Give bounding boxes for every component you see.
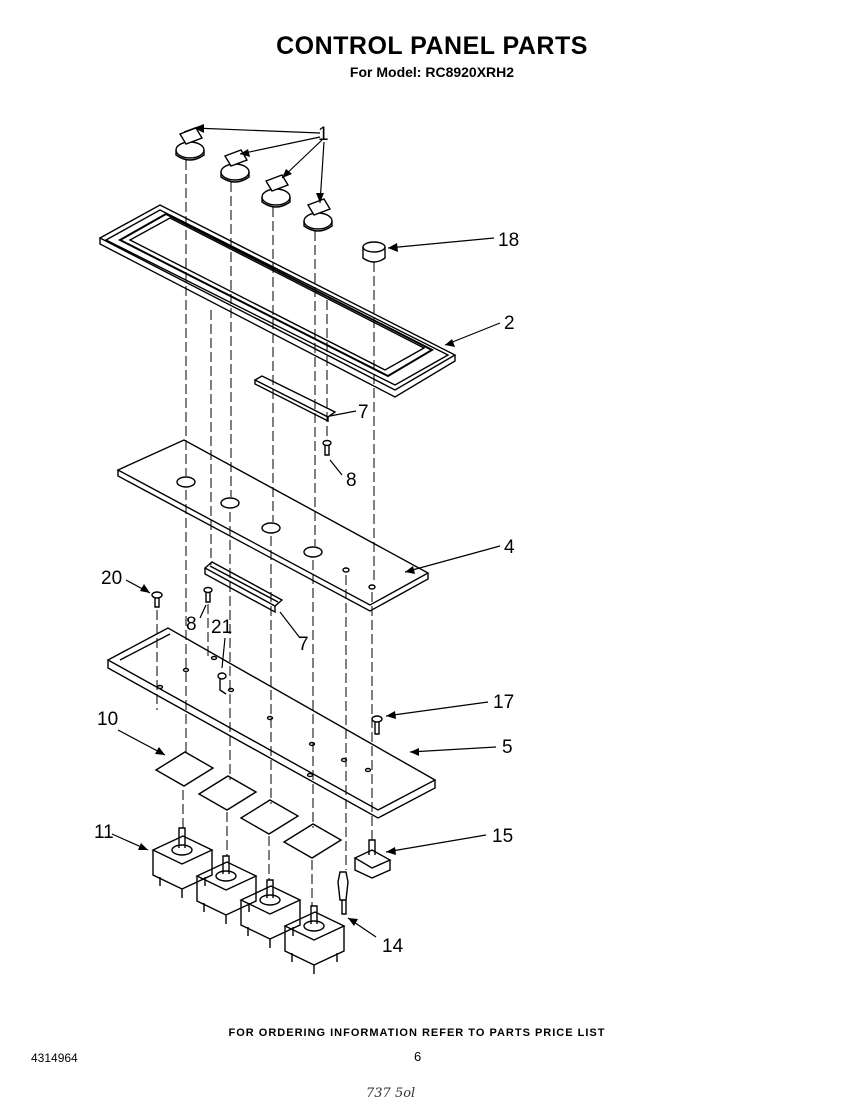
callout-18: 18 (498, 230, 519, 251)
part-7-bracket-upper (253, 375, 337, 423)
callout-1: 1 (318, 124, 329, 145)
document-number: 4314964 (31, 1051, 78, 1065)
callout-2: 2 (504, 313, 515, 334)
part-20-screw (151, 591, 163, 608)
page-title: CONTROL PANEL PARTS (276, 32, 588, 60)
part-15-switch (353, 839, 392, 879)
callout-5: 5 (502, 737, 513, 758)
callout-8-lower: 8 (186, 614, 197, 635)
leader-lines (111, 127, 501, 938)
callout-21: 21 (211, 617, 232, 638)
part-14-socket (337, 871, 349, 915)
part-17-screw (371, 715, 383, 735)
page-number: 6 (414, 1049, 422, 1064)
callout-20: 20 (101, 568, 122, 589)
switch-1 (151, 827, 214, 898)
part-4-panel-plate (116, 439, 430, 612)
part-10-insulators (154, 751, 343, 859)
part-8-screw-upper (322, 439, 332, 456)
switch-4 (283, 905, 346, 974)
part-18-cap (362, 241, 386, 263)
arrowheads (138, 124, 455, 926)
callout-11: 11 (94, 822, 114, 843)
switch-2 (195, 855, 258, 924)
knob-4 (303, 198, 333, 232)
alignment-lines (156, 160, 375, 906)
callout-7-upper: 7 (358, 402, 369, 423)
callout-4: 4 (504, 537, 515, 558)
part-7-bracket-lower (203, 561, 284, 614)
part-1-knobs (175, 126, 333, 232)
callout-14: 14 (382, 936, 404, 957)
part-11-switches (151, 827, 346, 974)
switch-3 (239, 879, 302, 948)
part-8-screw-lower (203, 586, 213, 603)
callout-17: 17 (493, 692, 514, 713)
callout-8-upper: 8 (346, 470, 357, 491)
callout-10: 10 (97, 709, 118, 730)
callout-15: 15 (492, 826, 513, 847)
part-21-clip (217, 672, 227, 695)
knob-3 (261, 174, 291, 208)
part-2-trim-frame (98, 204, 457, 398)
knob-1 (175, 126, 205, 161)
model-subtitle: For Model: RC8920XRH2 (349, 64, 515, 80)
handwritten-mark: 737 5ol (366, 1086, 416, 1101)
ordering-note: FOR ORDERING INFORMATION REFER TO PARTS … (228, 1027, 606, 1039)
callout-7-lower: 7 (298, 634, 309, 655)
